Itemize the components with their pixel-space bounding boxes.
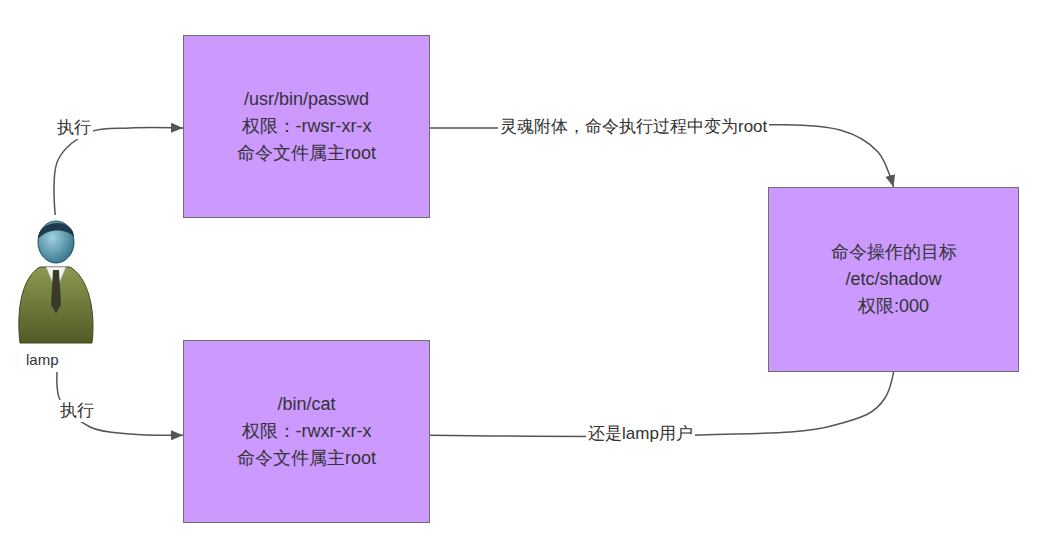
user-name: lamp [26, 351, 59, 368]
box-text: 命令文件属主root [237, 140, 376, 167]
connector-arrow [54, 128, 183, 215]
box-text: /bin/cat [277, 391, 335, 418]
edge-label: 执行 [55, 117, 93, 139]
box-text: 权限:000 [858, 293, 929, 320]
connector-arrow [57, 372, 183, 435]
box-text: /etc/shadow [845, 266, 941, 293]
edge-label: 执行 [58, 400, 96, 422]
box-text: 权限：-rwsr-xr-x [242, 113, 372, 140]
box-text: 命令操作的目标 [831, 239, 957, 266]
box-text: /usr/bin/passwd [244, 86, 369, 113]
user-figure: lamp [12, 215, 102, 372]
person-icon [12, 215, 102, 351]
target-box: 命令操作的目标/etc/shadow权限:000 [768, 187, 1019, 372]
edge-label: 灵魂附体，命令执行过程中变为root [498, 116, 769, 138]
box-text: 命令文件属主root [237, 445, 376, 472]
edge-label: 还是lamp用户 [586, 423, 695, 445]
command-box: /bin/cat权限：-rwxr-xr-x命令文件属主root [183, 340, 430, 523]
box-text: 权限：-rwxr-xr-x [242, 418, 372, 445]
command-box: /usr/bin/passwd权限：-rwsr-xr-x命令文件属主root [183, 35, 430, 218]
